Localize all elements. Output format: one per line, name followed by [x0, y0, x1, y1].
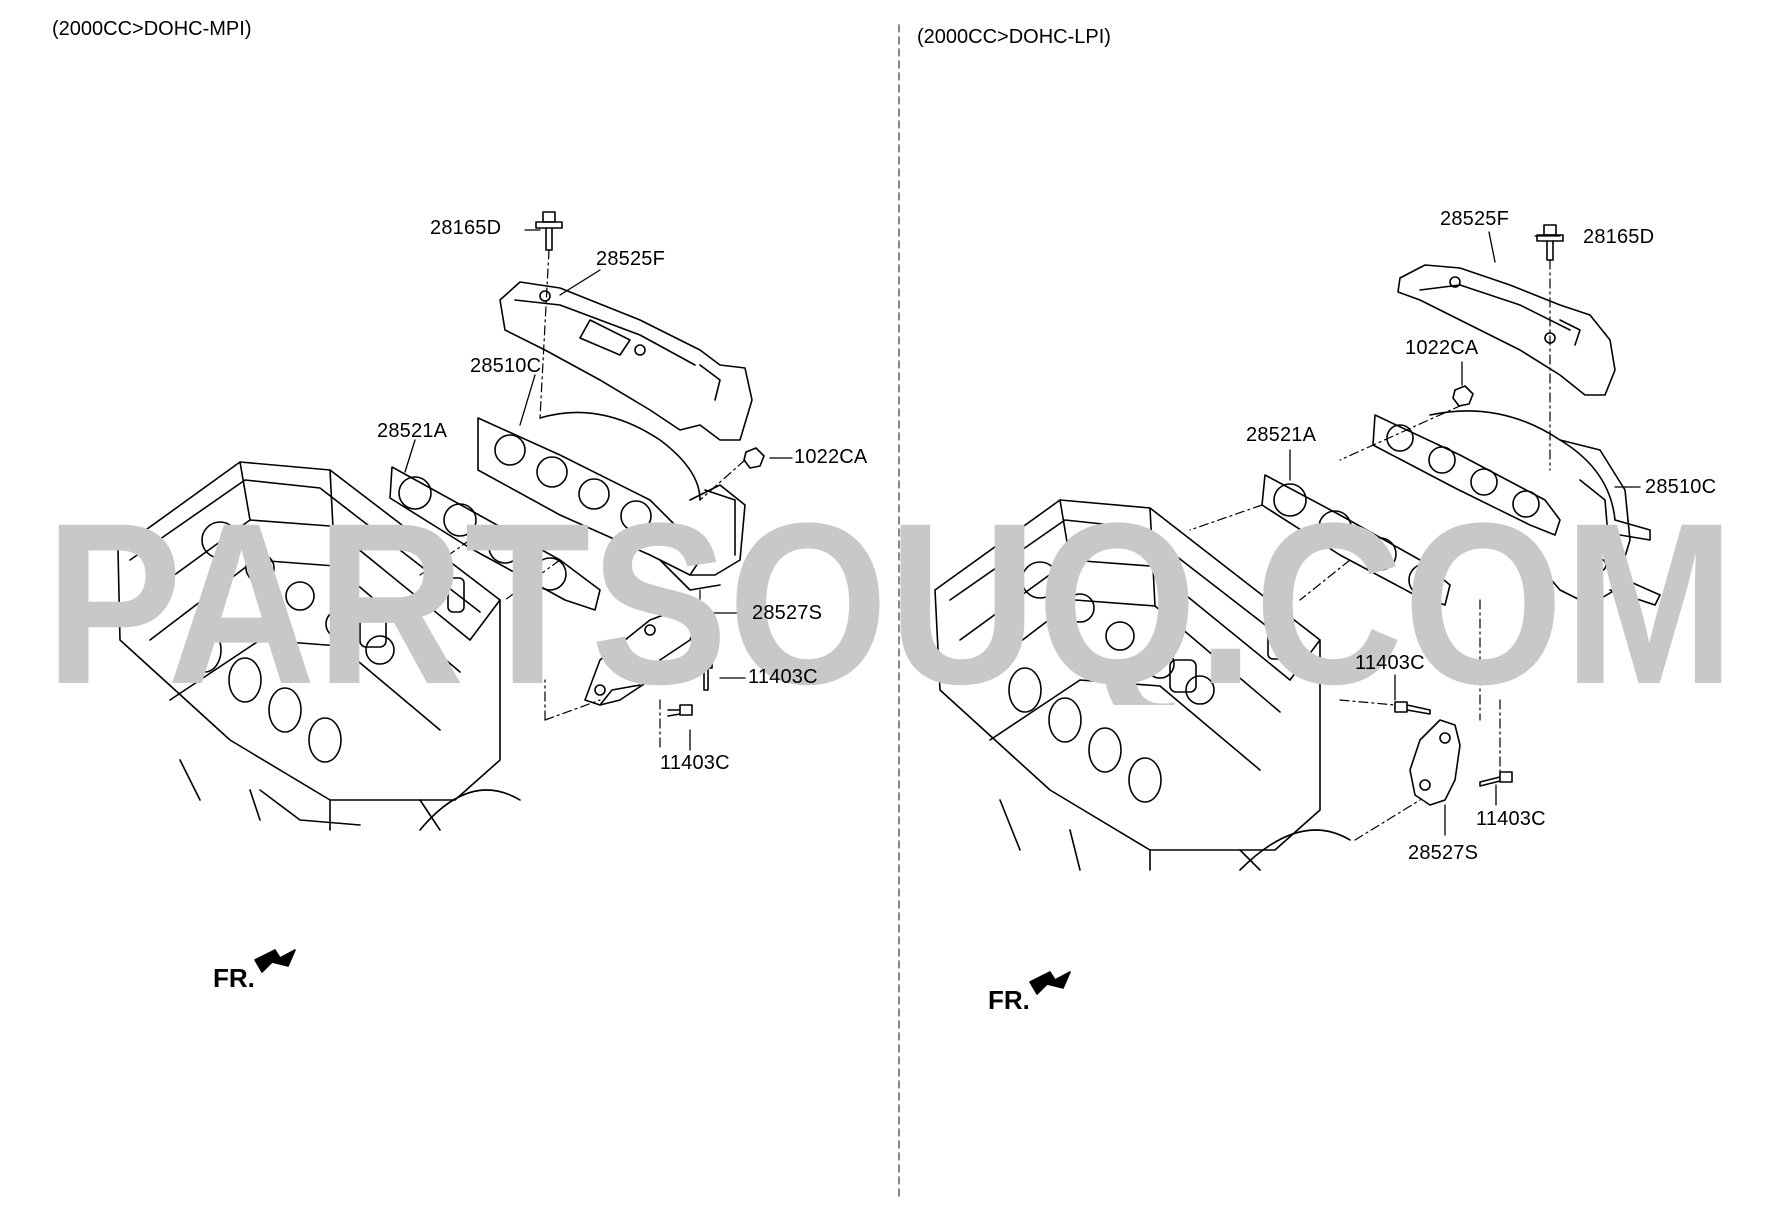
label-11403c-b-left: 11403C: [660, 752, 730, 774]
engine-head-left: [117, 461, 521, 831]
label-11403c-b-right: 11403C: [1476, 808, 1546, 830]
front-indicator-right: FR.: [988, 985, 1030, 1015]
panel-title-mpi: (2000CC>DOHC-MPI): [52, 18, 252, 40]
label-28525f-right: 28525F: [1440, 208, 1510, 230]
assembly-lines-left: [419, 249, 746, 751]
label-11403c-a-right: 11403C: [1355, 652, 1425, 674]
bolt-28165d-left: [535, 211, 563, 251]
manifold-left: [477, 411, 746, 591]
bolt-11403c-a-left: [699, 657, 713, 691]
gasket-left: [389, 466, 601, 611]
bolt-11403c-b-left: [667, 704, 693, 717]
watermark: PARTSOUQ.COM: [45, 505, 1735, 705]
front-indicator-left: FR.: [213, 963, 255, 993]
label-28165d-right: 28165D: [1583, 226, 1655, 248]
leader-lines-right: [1289, 231, 1641, 836]
heat-shield-left: [499, 281, 753, 441]
nut-1022ca-left: [743, 447, 765, 469]
panel-title-lpi: (2000CC>DOHC-LPI): [917, 26, 1111, 48]
bolt-11403c-a-right: [1394, 701, 1431, 715]
label-28521a-right: 28521A: [1246, 424, 1317, 446]
label-1022ca-left: 1022CA: [794, 446, 868, 468]
label-28525f-left: 28525F: [596, 248, 666, 270]
manifold-right: [1372, 410, 1661, 606]
watermark-text: PARTSOUQ.COM: [45, 505, 1735, 705]
front-arrow-right-icon: [1029, 971, 1071, 995]
label-28527s-left: 28527S: [752, 602, 823, 624]
bracket-right: [1409, 719, 1461, 806]
label-28165d-left: 28165D: [430, 217, 502, 239]
nut-1022ca-right: [1452, 385, 1474, 407]
bracket-left: [584, 604, 701, 706]
gasket-right: [1261, 474, 1451, 606]
label-28527s-right: 28527S: [1408, 842, 1479, 864]
label-28510c-left: 28510C: [470, 355, 542, 377]
leader-lines-left: [404, 229, 793, 751]
front-arrow-left-icon: [254, 949, 296, 973]
engine-head-right: [934, 499, 1351, 871]
bolt-11403c-b-right: [1479, 771, 1513, 787]
label-11403c-a-left: 11403C: [748, 666, 818, 688]
label-28510c-right: 28510C: [1645, 476, 1717, 498]
label-28521a-left: 28521A: [377, 420, 448, 442]
heat-shield-right: [1397, 264, 1616, 396]
assembly-lines-right: [1189, 259, 1551, 841]
bolt-28165d-right: [1536, 224, 1564, 261]
label-1022ca-right: 1022CA: [1405, 337, 1479, 359]
